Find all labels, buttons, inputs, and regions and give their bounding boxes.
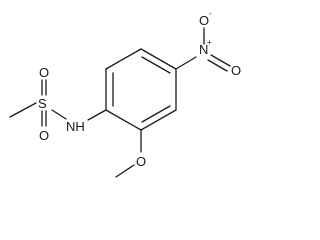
bond-sulfur-methyl — [9, 102, 37, 118]
ring-bond-c5-c6 — [105, 109, 142, 131]
amine-nh-label: NH — [66, 119, 85, 134]
sulfur-label: S — [38, 96, 47, 111]
chemical-structure-diagram: N + O O - O NH S O O — [9, 9, 241, 178]
sulfonamide-group: NH S O O — [9, 65, 107, 143]
nitro-o-top-label: O — [199, 13, 209, 28]
ring-bond-c4-c5 — [140, 109, 177, 131]
ring-bond-c2-c3-inner — [141, 56, 171, 74]
ring-bond-c4-c5-inner — [141, 105, 171, 123]
amine-h-text: H — [75, 119, 84, 134]
ether-o-label: O — [136, 154, 146, 169]
bond-ether-o-methyl — [115, 164, 135, 178]
bond-amine-n-sulfur — [51, 109, 67, 120]
methoxy-group: O — [115, 129, 146, 178]
bond-ring-amine-n — [87, 109, 107, 121]
sulfonyl-o-bottom-label: O — [39, 128, 49, 143]
sulfonyl-o-top-label: O — [39, 65, 49, 80]
bond-nitro-n-o-right-1 — [210, 54, 231, 67]
amine-n-text: N — [66, 119, 75, 134]
bond-ring-nitro-n — [175, 56, 197, 70]
ring-bond-c2-c3 — [140, 48, 177, 70]
nitro-n-charge: + — [207, 38, 212, 47]
benzene-ring — [105, 48, 177, 131]
nitro-o-charge: - — [209, 9, 212, 18]
nitro-n-label: N — [199, 42, 208, 57]
nitro-o-right-label: O — [231, 63, 241, 78]
ring-bond-c1-c2 — [105, 48, 142, 70]
bond-nitro-n-o-right-2 — [207, 59, 228, 72]
nitro-group: N + O O - — [175, 9, 241, 78]
